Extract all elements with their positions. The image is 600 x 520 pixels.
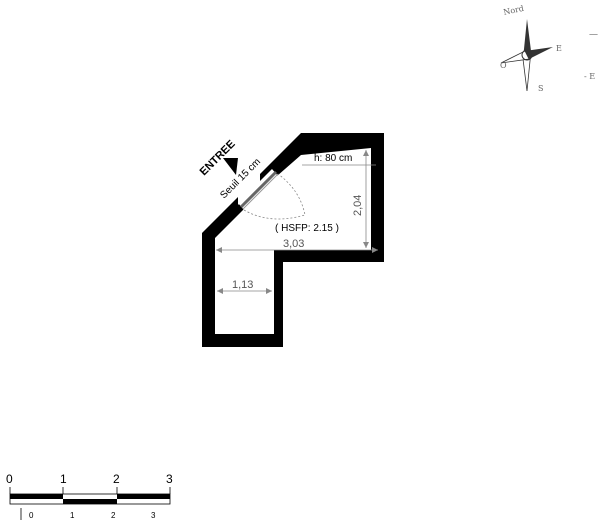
compass-north-label: Nord (503, 4, 525, 17)
scale-bar-segment-2 (63, 499, 117, 504)
scale-label-bottom-1: 1 (70, 511, 75, 520)
width-arrow-left (216, 247, 222, 253)
scale-label-top-3: 3 (166, 472, 173, 486)
scale-bar (9, 487, 171, 520)
depth-arrow-bottom (363, 242, 369, 248)
scale-label-top-0: 0 (6, 472, 13, 486)
compass-south-label: S (538, 84, 543, 93)
entrance-arrow (223, 158, 238, 175)
edge-mark: — (589, 30, 598, 40)
door-leaf (239, 170, 278, 209)
hsfp-label: ( HSFP: 2.15 ) (275, 223, 339, 234)
width-total-label: 3,03 (283, 238, 304, 250)
compass-west-label: O (500, 61, 507, 70)
scale-label-bottom-0: 0 (29, 511, 34, 520)
door-leaf-inner (242, 173, 279, 210)
scale-label-bottom-3: 3 (151, 511, 156, 520)
door-swing-arc (243, 173, 306, 220)
scale-bar-segment-3 (117, 494, 170, 499)
lower-width-arrow-left (217, 288, 223, 294)
lower-width-arrow-right (266, 288, 272, 294)
compass-east-label: E (556, 44, 562, 53)
scale-label-top-1: 1 (60, 472, 67, 486)
compass-rose (500, 19, 553, 92)
depth-arrow-top (363, 150, 369, 156)
lower-width-label: 1,13 (232, 279, 253, 291)
scale-label-bottom-2: 2 (111, 511, 116, 520)
door-height-label: h: 80 cm (314, 153, 352, 164)
edge-east-label: - E (584, 72, 595, 81)
compass-center (521, 49, 533, 61)
width-arrow-right (372, 247, 378, 253)
scale-bar-segment-1 (10, 494, 63, 499)
compass-needle-north (523, 19, 531, 59)
scale-label-top-2: 2 (113, 472, 120, 486)
depth-label: 2,04 (352, 195, 364, 216)
